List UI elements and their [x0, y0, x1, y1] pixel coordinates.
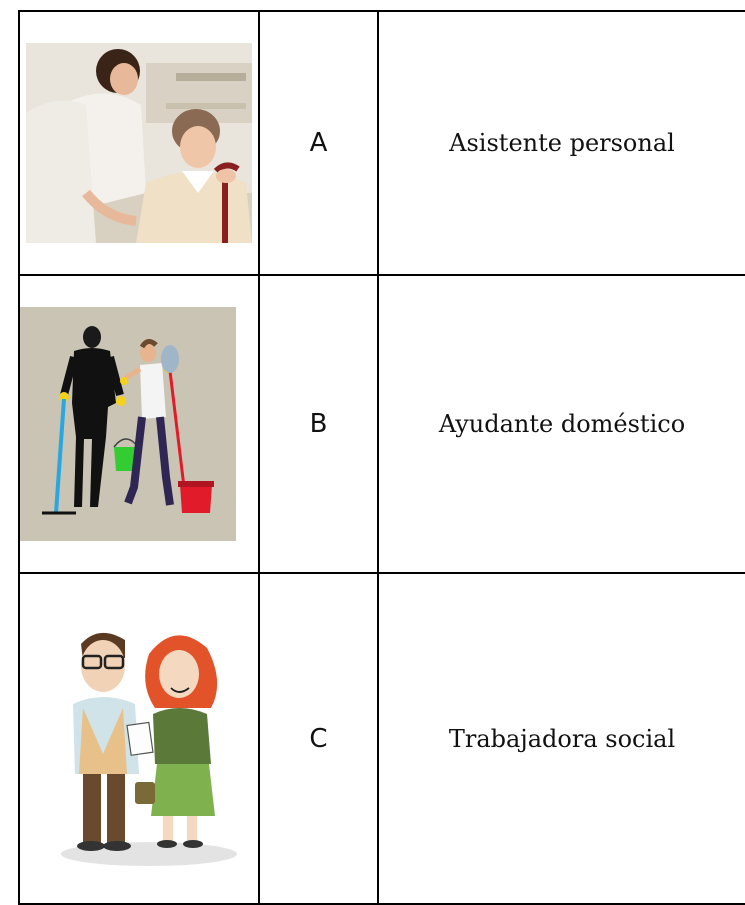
- table-row: B Ayudante doméstico: [18, 274, 745, 574]
- image-cell: [18, 572, 260, 905]
- image-cell: [18, 274, 260, 574]
- cleaning-workers-illustration: [20, 307, 236, 541]
- row-letter: C: [258, 572, 379, 905]
- social-worker-cartoon: [39, 603, 239, 874]
- row-letter: B: [258, 274, 379, 574]
- job-title: Ayudante doméstico: [377, 274, 745, 574]
- image-cell: [18, 10, 260, 276]
- job-title: Asistente personal: [377, 10, 745, 276]
- caregiver-photo: [26, 43, 252, 243]
- job-title: Trabajadora social: [377, 572, 745, 905]
- row-letter: A: [258, 10, 379, 276]
- table-row: C Trabajadora social: [18, 572, 745, 905]
- table-row: A Asistente personal: [18, 10, 745, 276]
- matching-table: A Asistente personal: [18, 10, 745, 905]
